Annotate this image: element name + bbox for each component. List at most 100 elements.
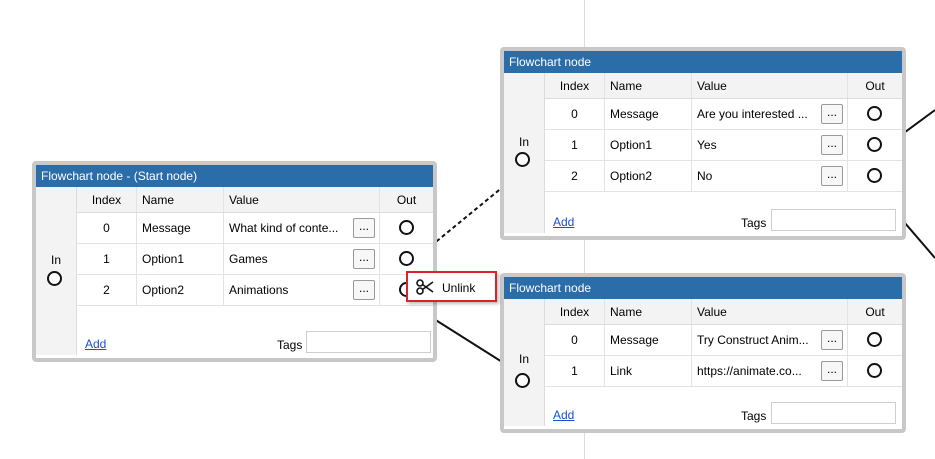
row-index: 1: [545, 130, 605, 160]
name-header: Name: [137, 187, 224, 212]
row-value-text: No: [697, 169, 713, 183]
out-port[interactable]: [398, 220, 414, 235]
row-value[interactable]: Animations...: [224, 275, 380, 305]
row-value-text: https://animate.co...: [697, 364, 802, 378]
row-value-text: Yes: [697, 138, 717, 152]
row-name[interactable]: Option1: [137, 244, 224, 274]
add-row-link[interactable]: Add: [553, 215, 575, 229]
edit-value-button[interactable]: ...: [353, 280, 375, 300]
tags-label: Tags: [741, 409, 767, 423]
tags-input[interactable]: [771, 402, 896, 424]
edit-value-button[interactable]: ...: [353, 218, 375, 238]
unlink-menu-item[interactable]: Unlink: [406, 271, 497, 302]
table-header: Index Name Value Out: [545, 299, 902, 325]
row-name[interactable]: Link: [605, 356, 692, 386]
out-cell: [848, 325, 902, 355]
tags-input[interactable]: [306, 331, 431, 353]
index-header: Index: [77, 187, 137, 212]
add-row-link[interactable]: Add: [553, 408, 575, 422]
row-value[interactable]: Yes...: [692, 130, 848, 160]
row-value[interactable]: What kind of conte......: [224, 213, 380, 243]
index-header: Index: [545, 73, 605, 98]
tags-input[interactable]: [771, 209, 896, 231]
edit-value-button[interactable]: ...: [821, 361, 843, 381]
out-cell: [848, 356, 902, 386]
value-header: Value: [224, 187, 380, 212]
out-header: Out: [865, 79, 885, 93]
table-row[interactable]: 1 Link https://animate.co......: [545, 356, 902, 387]
in-label: In: [518, 352, 529, 366]
in-port[interactable]: [515, 373, 530, 388]
in-port[interactable]: [47, 271, 62, 286]
row-name[interactable]: Option2: [137, 275, 224, 305]
in-label: In: [50, 253, 61, 267]
node-footer: Add Tags: [77, 328, 433, 358]
row-value[interactable]: Try Construct Anim......: [692, 325, 848, 355]
out-header: Out: [396, 193, 417, 207]
row-value[interactable]: https://animate.co......: [692, 356, 848, 386]
out-port[interactable]: [867, 332, 882, 347]
row-index: 0: [545, 325, 605, 355]
flowchart-node-3[interactable]: Flowchart node In Index Name Value Out 0…: [500, 273, 906, 433]
table-row[interactable]: 0 Message Are you interested ......: [545, 99, 902, 130]
out-cell: [848, 161, 902, 191]
out-port[interactable]: [867, 168, 882, 183]
row-index: 2: [545, 161, 605, 191]
row-value-text: What kind of conte...: [229, 221, 339, 235]
out-header: Out: [865, 305, 885, 319]
node-footer: Add Tags: [545, 206, 902, 236]
name-header: Name: [605, 299, 692, 324]
out-cell: [380, 213, 433, 243]
edit-value-button[interactable]: ...: [353, 249, 375, 269]
start-node[interactable]: Flowchart node - (Start node) In Index N…: [32, 161, 437, 362]
out-cell: [380, 244, 433, 274]
in-column: In: [504, 73, 545, 233]
out-port[interactable]: [398, 251, 414, 266]
row-name[interactable]: Option1: [605, 130, 692, 160]
row-name[interactable]: Message: [605, 325, 692, 355]
row-index: 1: [545, 356, 605, 386]
edit-value-button[interactable]: ...: [821, 166, 843, 186]
node-title[interactable]: Flowchart node: [504, 277, 902, 299]
row-index: 0: [545, 99, 605, 129]
out-cell: [848, 130, 902, 160]
table-row[interactable]: 2 Option2 No...: [545, 161, 902, 192]
table-row[interactable]: 2 Option2 Animations...: [77, 275, 433, 306]
edit-value-button[interactable]: ...: [821, 330, 843, 350]
table-row[interactable]: 0 Message Try Construct Anim......: [545, 325, 902, 356]
row-index: 2: [77, 275, 137, 305]
row-value[interactable]: Games...: [224, 244, 380, 274]
flowchart-node-2[interactable]: Flowchart node In Index Name Value Out 0…: [500, 47, 906, 240]
link-start-option1-to-node2[interactable]: [403, 167, 527, 269]
row-value[interactable]: No...: [692, 161, 848, 191]
row-name[interactable]: Message: [137, 213, 224, 243]
table-row[interactable]: 0 Message What kind of conte......: [77, 213, 433, 244]
in-label: In: [518, 135, 529, 149]
row-index: 1: [77, 244, 137, 274]
row-value-text: Try Construct Anim...: [697, 333, 809, 347]
in-column: In: [36, 187, 77, 355]
row-name[interactable]: Message: [605, 99, 692, 129]
index-header: Index: [545, 299, 605, 324]
row-value[interactable]: Are you interested ......: [692, 99, 848, 129]
node-title[interactable]: Flowchart node - (Start node): [36, 165, 433, 187]
add-row-link[interactable]: Add: [85, 337, 107, 351]
tags-label: Tags: [741, 216, 767, 230]
edit-value-button[interactable]: ...: [821, 135, 843, 155]
table-header: Index Name Value Out: [545, 73, 902, 99]
table-row[interactable]: 1 Option1 Games...: [77, 244, 433, 275]
row-name[interactable]: Option2: [605, 161, 692, 191]
unlink-label: Unlink: [442, 281, 476, 295]
value-header: Value: [692, 299, 848, 324]
value-header: Value: [692, 73, 848, 98]
out-port[interactable]: [867, 106, 882, 121]
row-value-text: Games: [229, 252, 268, 266]
out-port[interactable]: [867, 363, 882, 378]
out-port[interactable]: [867, 137, 882, 152]
node-title[interactable]: Flowchart node: [504, 51, 902, 73]
row-index: 0: [77, 213, 137, 243]
table-header: Index Name Value Out: [77, 187, 433, 213]
edit-value-button[interactable]: ...: [821, 104, 843, 124]
table-row[interactable]: 1 Option1 Yes...: [545, 130, 902, 161]
in-port[interactable]: [515, 152, 530, 167]
